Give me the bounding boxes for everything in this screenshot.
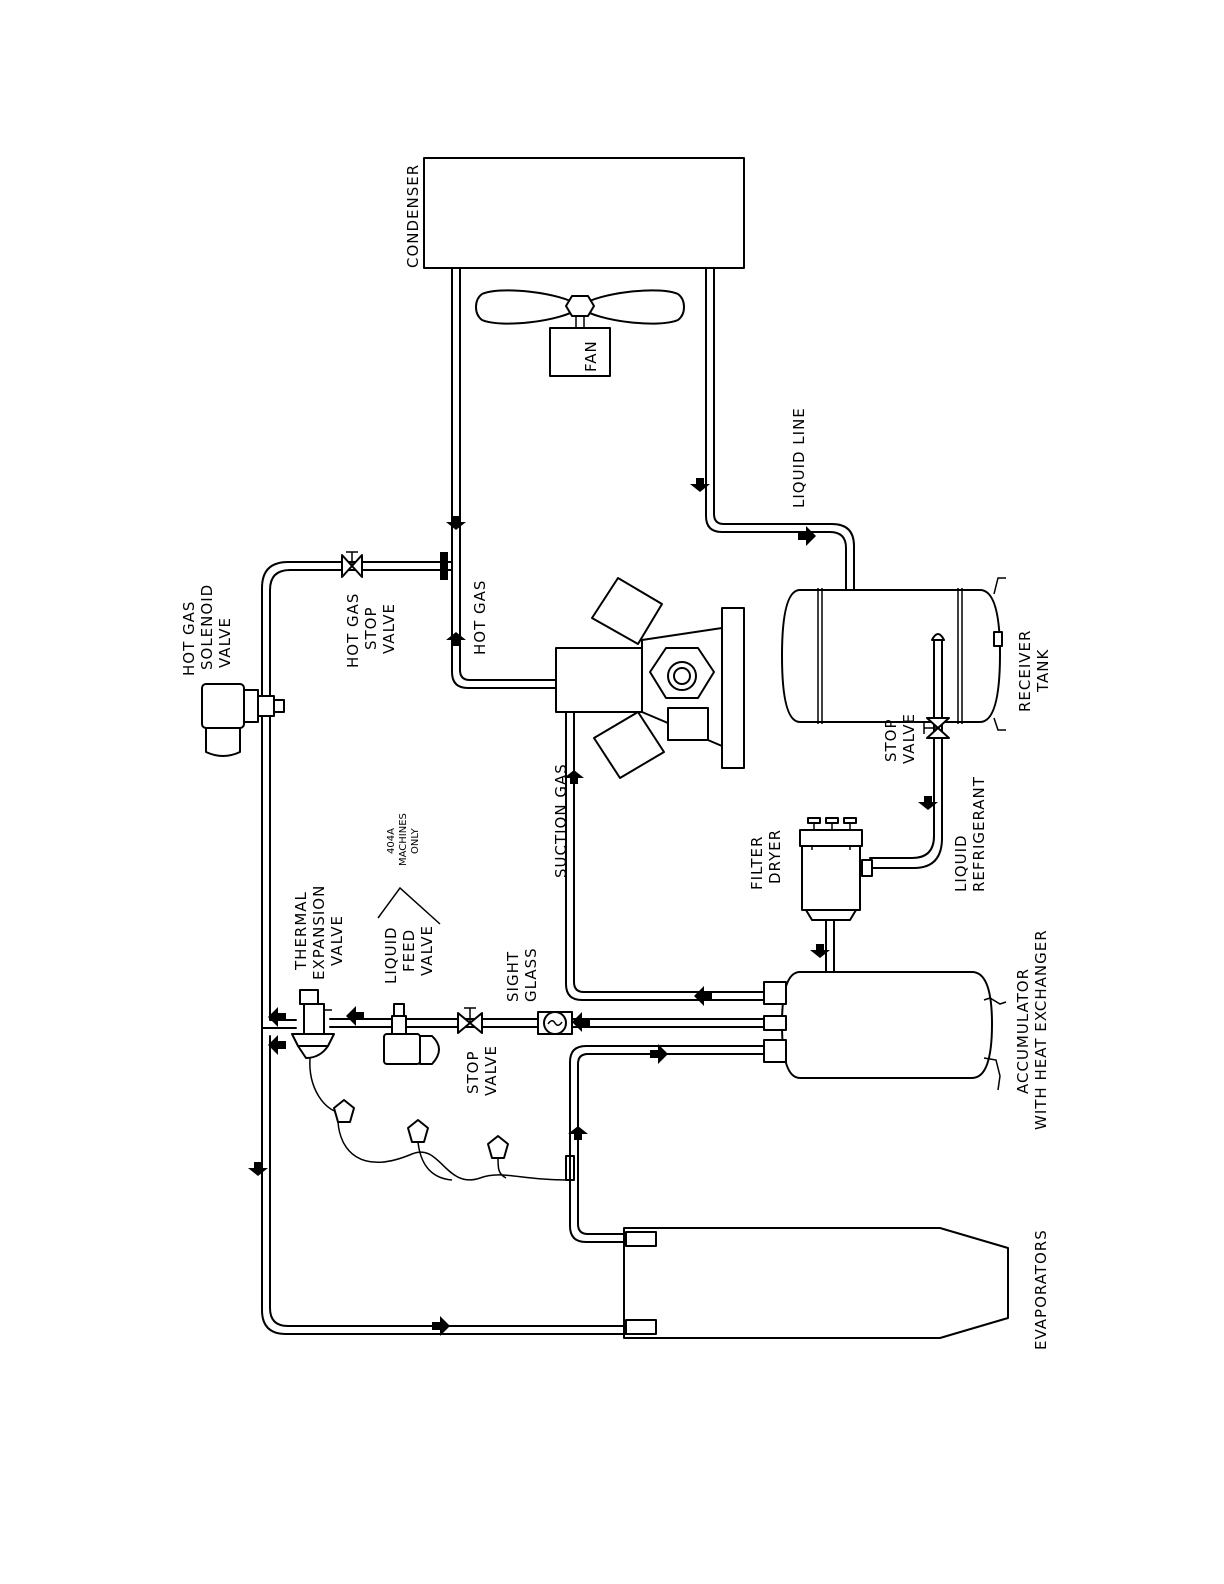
- liquid-feed-valve: [384, 1004, 439, 1064]
- machines-note-line-2: MACHINES: [398, 813, 409, 866]
- hot-gas-solenoid-valve-label-3: VALVE: [216, 617, 234, 668]
- arrow-liquid-line-right: [798, 526, 816, 546]
- hot-gas-stop-valve-label-3: VALVE: [380, 603, 398, 654]
- liquid-feed-valve-label-1: LIQUID: [382, 926, 400, 984]
- arrow-hot-gas-down: [446, 516, 466, 530]
- accumulator-label-1: ACCUMULATOR: [1014, 968, 1032, 1094]
- fan-label: FAN: [582, 340, 600, 372]
- stop-valve-lower: [458, 1008, 482, 1033]
- arrow-liquid-left-1: [572, 1012, 590, 1032]
- thermal-expansion-valve-label-2: EXPANSION: [310, 885, 328, 980]
- sight-glass-label-1: SIGHT: [504, 951, 522, 1002]
- suction-gas-label: SUCTION GAS: [552, 763, 570, 878]
- fan: [476, 290, 684, 376]
- receiver-tank-label-1: RECEIVER: [1016, 630, 1034, 712]
- filter-dryer-label-2: DRYER: [766, 829, 784, 884]
- thermal-expansion-valve: [292, 990, 338, 1112]
- sight-glass: [538, 1012, 572, 1034]
- liquid-feed-valve-label-3: VALVE: [418, 925, 436, 976]
- filter-dryer-label-1: FILTER: [748, 836, 766, 890]
- receiver-tank: [782, 578, 1006, 730]
- accumulator: [764, 972, 1006, 1090]
- capillary-tube: [334, 1100, 574, 1180]
- hot-gas-stop-valve-label-2: STOP: [362, 606, 380, 650]
- arrow-liquid-left-2: [346, 1006, 364, 1026]
- stop-valve-lower-label-1: STOP: [464, 1050, 482, 1094]
- evaporators-label: EVAPORATORS: [1032, 1229, 1050, 1350]
- machines-note-bracket: [378, 888, 440, 924]
- arrow-hot-gas-up: [446, 632, 466, 646]
- evaporator-return-line: [570, 1046, 764, 1242]
- liquid-line-label: LIQUID LINE: [790, 407, 808, 508]
- liquid-feed-valve-label-2: FEED: [400, 929, 418, 972]
- thermal-expansion-valve-label-1: THERMAL: [292, 891, 310, 971]
- hot-gas-line: [452, 268, 556, 688]
- liquid-refrigerant-label-1: LIQUID: [952, 834, 970, 892]
- compressor: [556, 578, 744, 778]
- hot-gas-solenoid-valve-label-2: SOLENOID: [198, 584, 216, 670]
- evaporators: [624, 1228, 1008, 1338]
- hot-gas-solenoid-valve: [202, 684, 284, 756]
- condenser: [424, 158, 744, 268]
- arrow-suction-left: [694, 986, 712, 1006]
- receiver-tank-label-2: TANK: [1034, 649, 1052, 693]
- condenser-label: CONDENSER: [404, 164, 422, 268]
- accumulator-label-2: WITH HEAT EXCHANGER: [1032, 929, 1050, 1130]
- liquid-refrigerant-label-2: REFRIGERANT: [970, 776, 988, 892]
- stop-valve-upper-label-2: VALVE: [900, 713, 918, 764]
- filter-dryer: [800, 818, 872, 920]
- arrow-feed-down: [248, 1162, 268, 1176]
- thermal-expansion-valve-label-3: VALVE: [328, 915, 346, 966]
- machines-note-line-3: ONLY: [410, 827, 421, 854]
- stop-valve-upper-label-1: STOP: [882, 718, 900, 762]
- sight-glass-label-2: GLASS: [522, 947, 540, 1002]
- hot-gas-label: HOT GAS: [471, 580, 489, 655]
- hot-gas-stop-valve: [342, 552, 362, 577]
- hot-gas-stop-valve-label-1: HOT GAS: [344, 593, 362, 668]
- hot-gas-solenoid-valve-label-1: HOT GAS: [180, 601, 198, 676]
- stop-valve-lower-label-2: VALVE: [482, 1045, 500, 1096]
- machines-note-line-1: 404A: [386, 828, 397, 854]
